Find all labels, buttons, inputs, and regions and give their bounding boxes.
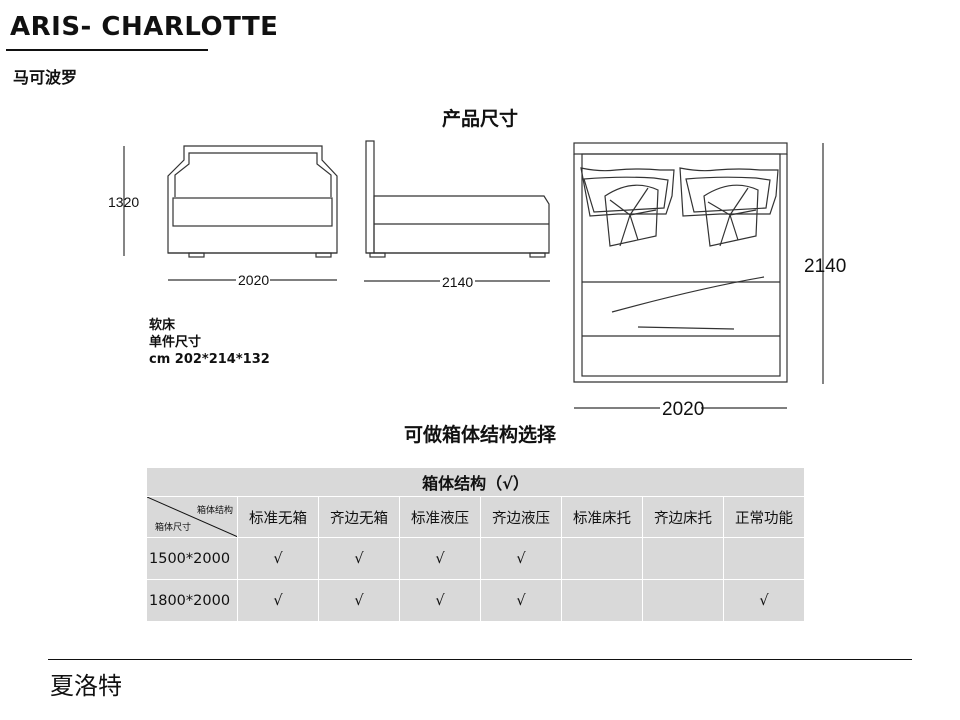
column-header: 齐边液压 xyxy=(480,496,562,538)
product-size-heading: 产品尺寸 xyxy=(441,108,518,130)
table-header-row: 箱体结构 箱体尺寸 标准无箱 齐边无箱 标准液压 齐边液压 标准床托 齐边床托 … xyxy=(146,496,805,538)
table-cell: √ xyxy=(480,579,562,622)
brand-underline xyxy=(6,49,208,51)
column-header: 标准液压 xyxy=(399,496,481,538)
table-cell xyxy=(642,537,724,580)
front-height-dimension: 1320 xyxy=(108,194,139,210)
row-size-label: 1500*2000 xyxy=(146,537,238,580)
spec-text: 软床 单件尺寸 cm 202*214*132 xyxy=(149,317,270,368)
footer-name: 夏洛特 xyxy=(50,672,122,700)
spec-dimensions: cm 202*214*132 xyxy=(149,352,270,367)
table-cell: √ xyxy=(237,537,319,580)
column-header: 齐边床托 xyxy=(642,496,724,538)
table-row: 1500*2000 √ √ √ √ xyxy=(146,537,805,580)
box-structure-heading: 可做箱体结构选择 xyxy=(403,424,556,446)
table-cell xyxy=(561,579,643,622)
column-header: 齐边无箱 xyxy=(318,496,400,538)
top-width-dimension: 2020 xyxy=(662,399,704,420)
column-header: 正常功能 xyxy=(723,496,805,538)
top-view-drawing xyxy=(573,142,824,409)
table-cell: √ xyxy=(480,537,562,580)
spec-type: 软床 xyxy=(149,318,176,333)
corner-top-label: 箱体结构 xyxy=(196,506,233,516)
side-view-drawing xyxy=(364,140,550,282)
table-cell: √ xyxy=(237,579,319,622)
table-cell: √ xyxy=(318,579,400,622)
table-corner-cell: 箱体结构 箱体尺寸 xyxy=(146,496,238,538)
table-row: 1800*2000 √ √ √ √ √ xyxy=(146,579,805,622)
footer-divider xyxy=(48,659,912,660)
table-cell: √ xyxy=(318,537,400,580)
table-cell xyxy=(642,579,724,622)
table-cell: √ xyxy=(723,579,805,622)
brand-title: ARIS- CHARLOTTE xyxy=(10,12,279,42)
table-cell xyxy=(561,537,643,580)
table-cell: √ xyxy=(399,537,481,580)
front-width-dimension: 2020 xyxy=(238,272,269,288)
top-length-dimension: 2140 xyxy=(804,256,846,277)
corner-bottom-label: 箱体尺寸 xyxy=(155,523,192,533)
front-view-drawing xyxy=(123,145,338,281)
spec-unit-label: 单件尺寸 xyxy=(149,335,202,350)
box-structure-table: 箱体结构（√） 箱体结构 箱体尺寸 标准无箱 齐边无箱 标准液压 齐边液压 标准… xyxy=(146,467,805,622)
table-cell: √ xyxy=(399,579,481,622)
column-header: 标准无箱 xyxy=(237,496,319,538)
bed-drawings: 1320 2020 2140 2140 2020 xyxy=(108,140,846,420)
column-header: 标准床托 xyxy=(561,496,643,538)
table-caption: 箱体结构（√） xyxy=(146,467,805,497)
row-size-label: 1800*2000 xyxy=(146,579,238,622)
corner-diagonal xyxy=(147,497,237,537)
table-cell xyxy=(723,537,805,580)
brand-subtitle: 马可波罗 xyxy=(13,68,78,87)
side-length-dimension: 2140 xyxy=(442,274,473,290)
